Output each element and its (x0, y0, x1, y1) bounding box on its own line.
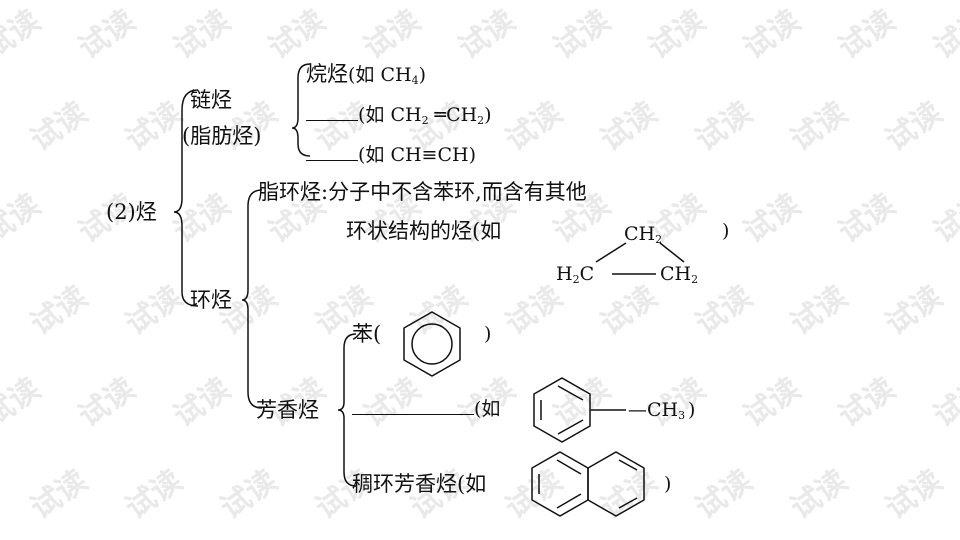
fused-post: ) (664, 473, 672, 495)
naphthalene-rings (531, 451, 645, 517)
cyclopropane-left: H2C (556, 263, 595, 286)
chain-label-line2: (脂肪烃) (182, 124, 262, 148)
chain-brace (291, 63, 311, 157)
alkane-example: (如 CH (348, 64, 412, 86)
chain-label-line1: 链烃 (190, 88, 232, 112)
root-label: (2)烃 (106, 200, 157, 224)
fused-pre: 稠环芳香烃(如 (352, 472, 487, 496)
homolog-row: (如 (352, 396, 500, 421)
cyclopropane-bond-left (595, 242, 627, 263)
aromatic-label: 芳香烃 (256, 398, 319, 422)
benzene-post: ) (484, 323, 492, 345)
alicyclic-close: ) (722, 220, 730, 242)
root-brace (173, 89, 199, 307)
cyclopropane-bond-right (659, 242, 685, 263)
benzene-ring (403, 311, 461, 377)
toluene-ring (533, 377, 626, 443)
methyl-group: —CH3 (628, 399, 686, 422)
alkane-row: 烷烃(如 CH4) (306, 62, 426, 87)
alkane-name: 烷烃 (306, 62, 348, 86)
alkyne-row: (如 CH≡CH) (306, 142, 476, 167)
benzene-pre: 苯( (352, 322, 382, 346)
homolog-post: ) (688, 399, 696, 421)
ring-label: 环烃 (190, 288, 232, 312)
alkene-blank (306, 102, 358, 121)
alkene-row: (如 CH2 ═CH2) (306, 102, 492, 133)
alicyclic-line2: 环状结构的烃(如 (346, 219, 502, 243)
alkyne-blank (306, 142, 358, 161)
alicyclic-line1: 脂环烃:分子中不含苯环,而含有其他 (258, 180, 587, 204)
alkyne-example: (如 CH≡CH) (358, 144, 476, 166)
homolog-blank (352, 396, 474, 415)
ring-brace (241, 189, 263, 409)
cyclopropane-top: CH2 (624, 223, 663, 246)
cyclopropane-right: CH2 (660, 263, 699, 286)
aromatic-brace (337, 333, 357, 487)
double-bond: ═ (434, 104, 447, 126)
